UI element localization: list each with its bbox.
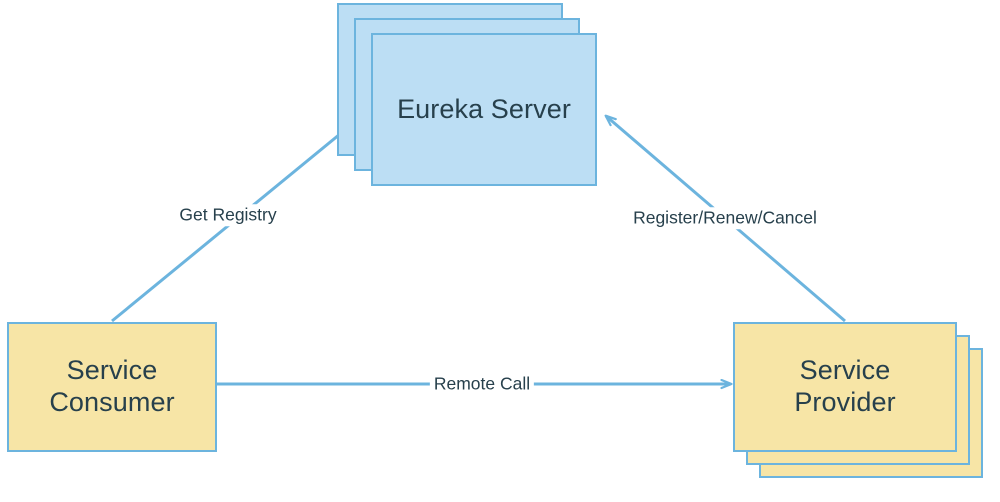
service-consumer-card[interactable]: Service Consumer: [7, 322, 217, 452]
service-provider-label: Service Provider: [794, 355, 896, 417]
eureka-server-label: Eureka Server: [397, 93, 571, 124]
node-service-provider[interactable]: Service Provider: [733, 322, 983, 480]
service-consumer-label: Service Consumer: [49, 355, 175, 417]
node-service-consumer[interactable]: Service Consumer: [7, 322, 217, 452]
edge-label-register-renew-cancel: Register/Renew/Cancel: [629, 207, 821, 229]
eureka-server-card-front[interactable]: Eureka Server: [371, 33, 597, 186]
edge-label-remote-call: Remote Call: [429, 373, 535, 395]
edge-label-get-registry: Get Registry: [175, 204, 281, 226]
node-eureka-server[interactable]: Eureka Server: [337, 3, 597, 190]
service-provider-card-front[interactable]: Service Provider: [733, 322, 957, 452]
